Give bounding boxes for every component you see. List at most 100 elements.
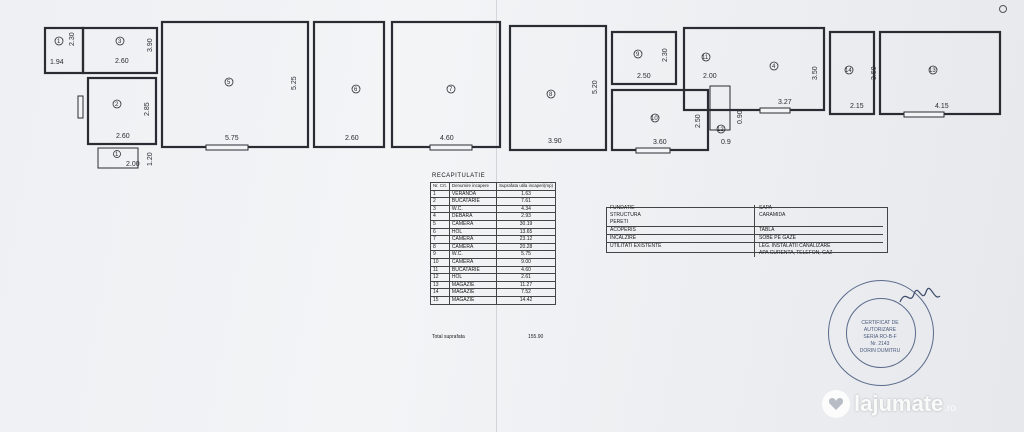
window: [77, 95, 84, 119]
svg-text:13: 13: [929, 68, 936, 74]
corner-circle-icon: [999, 5, 1007, 13]
stamp-text: CERTIFICAT DE AUTORIZARE SERIA RO-B-F Nr…: [850, 320, 910, 355]
recap-row-number: 2: [430, 197, 450, 206]
svg-text:1.94: 1.94: [50, 59, 64, 66]
room-11-wall: [682, 26, 826, 112]
svg-text:3.90: 3.90: [548, 138, 562, 145]
recap-row-name: CAMERA: [448, 242, 498, 252]
recap-row-area: 20.28: [496, 242, 556, 252]
window: [429, 144, 473, 151]
recap-row-name: HOL: [448, 273, 498, 282]
recap-row-number: 5: [430, 219, 450, 229]
svg-text:1.20: 1.20: [147, 152, 154, 166]
svg-text:2.30: 2.30: [662, 48, 669, 62]
recap-row-area: 30.19: [496, 219, 556, 229]
total-value: 155.90: [528, 334, 544, 340]
recap-row-name: BUCATARIE: [448, 197, 498, 206]
stamp-line: CERTIFICAT DE AUTORIZARE: [861, 320, 899, 333]
svg-text:5: 5: [227, 80, 231, 86]
room-labels: 1 3 2 5 6 7 8 9 10 11 4 12 14 13 1: [54, 36, 938, 158]
svg-text:12: 12: [717, 127, 724, 133]
room-12-wall: [709, 85, 731, 131]
recap-row-area: 4.60: [496, 265, 556, 275]
svg-text:2.50: 2.50: [637, 73, 651, 80]
recap-row-number: 8: [430, 242, 450, 252]
recap-row-number: 7: [430, 235, 450, 244]
recap-row-area: 13.65: [496, 227, 556, 237]
construction-value: SAPA: [759, 205, 772, 211]
room-8-wall: [508, 24, 608, 152]
recap-row-number: 1: [430, 189, 450, 199]
recap-row-number: 15: [430, 295, 450, 305]
svg-text:2.15: 2.15: [850, 103, 864, 110]
stamp-line: SERIA RO-B-F: [863, 334, 897, 340]
recap-row-name: BUCATARIE: [448, 265, 498, 275]
construction-label: INCALZIRE: [606, 234, 755, 243]
total-label: Total suprafata: [432, 334, 465, 340]
svg-text:4.15: 4.15: [935, 103, 949, 110]
stamp-line: DORIN DUMITRU: [859, 348, 901, 354]
room-2-wall: [86, 76, 158, 146]
construction-value: [754, 219, 883, 227]
svg-text:2.60: 2.60: [115, 58, 129, 65]
recap-row-number: 4: [430, 212, 450, 221]
watermark-logo[interactable]: lajumate .ro: [822, 390, 956, 418]
svg-text:0.90: 0.90: [737, 110, 744, 124]
window: [903, 111, 945, 118]
room-3-wall: [81, 26, 159, 75]
stamp-line: Nr. 2143: [870, 341, 890, 347]
svg-text:2: 2: [115, 102, 119, 108]
recap-row-name: DEBARA: [448, 212, 498, 221]
construction-value: SOBE PE GAZE: [754, 234, 883, 243]
col-area: Suprafata utila incaperi(mp): [496, 182, 556, 191]
svg-text:1: 1: [115, 152, 119, 158]
svg-text:5.75: 5.75: [225, 135, 239, 142]
construction-label: STRUCTURA: [606, 212, 755, 219]
recap-row-name: W.C.: [448, 250, 498, 259]
recap-row-name: MAGAZIE: [448, 295, 498, 305]
recap-row-area: 7.61: [496, 197, 556, 206]
svg-text:6: 6: [354, 87, 358, 93]
recap-row-name: HOL: [448, 227, 498, 237]
svg-text:3.60: 3.60: [653, 139, 667, 146]
recap-row-number: 3: [430, 204, 450, 214]
room-9-wall: [610, 30, 678, 86]
construction-row: STRUCTURA CARAMIDA: [606, 212, 883, 219]
construction-value: LEG. INSTALATII CANALIZARE: [759, 243, 831, 249]
recap-row-name: MAGAZIE: [448, 288, 498, 297]
recap-row-number: 6: [430, 227, 450, 237]
cadastral-stamp: [828, 280, 934, 386]
recap-row-number: 11: [430, 265, 450, 275]
room-14-wall: [828, 30, 876, 116]
construction-value: TABLA: [754, 226, 883, 235]
construction-value: CARAMIDA: [759, 212, 786, 218]
svg-text:14: 14: [845, 68, 852, 74]
watermark-tld: .ro: [944, 402, 956, 414]
svg-text:5.25: 5.25: [291, 76, 298, 90]
recap-row-area: 11.27: [496, 280, 556, 290]
col-nr: Nr. Crt.: [430, 182, 450, 191]
svg-text:3.27: 3.27: [778, 99, 792, 106]
room-5-wall: [160, 20, 310, 149]
recap-row-number: 9: [430, 250, 450, 259]
svg-text:8: 8: [549, 92, 553, 98]
svg-text:3.50: 3.50: [871, 66, 878, 80]
recap-row-area: 2.93: [496, 212, 556, 221]
svg-text:7: 7: [449, 87, 453, 93]
room-6-wall: [312, 20, 386, 149]
recap-title: RECAPITULATIE: [432, 173, 486, 179]
